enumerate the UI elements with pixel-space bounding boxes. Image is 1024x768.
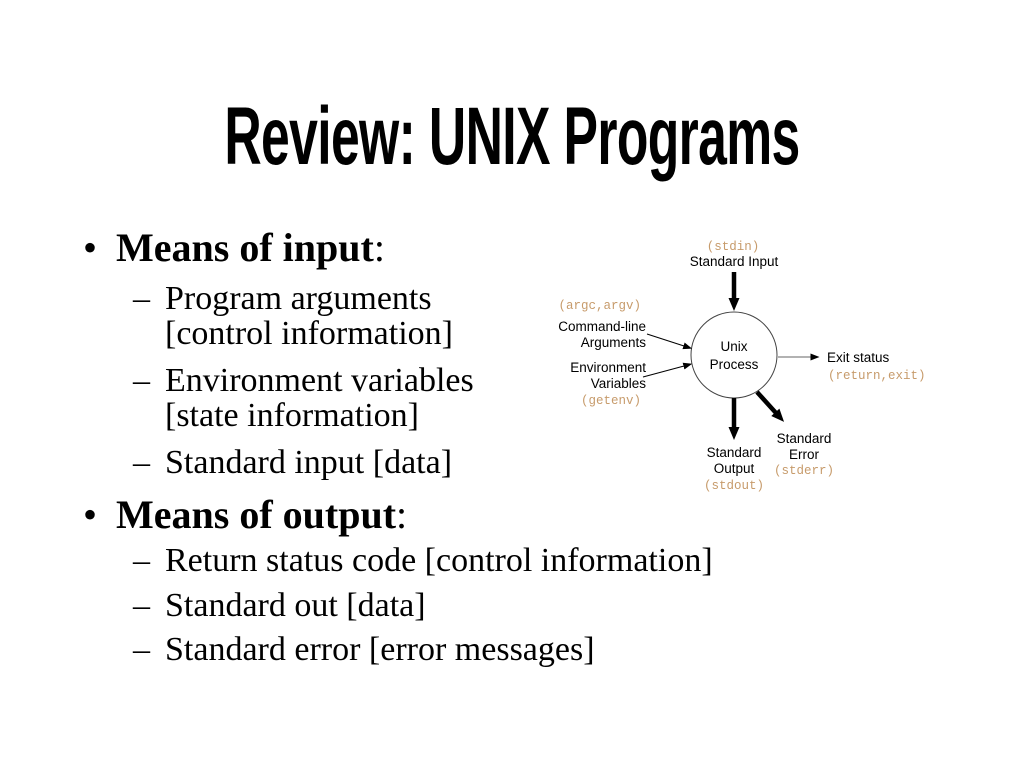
bullet-heading-input-text: Means of input: [116, 225, 374, 270]
unix-process-label-line1: Unix: [720, 339, 747, 354]
bullet-heading-input: Means of input:: [116, 228, 385, 268]
sub-bullet-line: Program arguments: [165, 280, 432, 317]
bullet-heading-output-text: Means of output: [116, 492, 397, 537]
command-line-arguments-arrow: [646, 333, 693, 350]
sub-bullet-line: Environment variables: [165, 362, 474, 399]
slide-title: Review: UNIX Programs: [224, 91, 800, 182]
sub-bullet-line: Standard input [data]: [165, 444, 453, 481]
sub-bullet-standard-error: Standard error [error messages]: [165, 632, 595, 667]
sub-bullet-environment-variables: Environment variables [state information…: [165, 363, 474, 433]
bullet-heading-output: Means of output:: [116, 495, 407, 535]
stdout-code-label: (stdout): [704, 479, 764, 493]
sub-bullet-dash: –: [133, 362, 150, 399]
exit-status-label: Exit status: [827, 350, 890, 365]
standard-input-label: Standard Input: [690, 254, 779, 269]
environment-label-line2: Variables: [591, 376, 647, 391]
bullet-marker: •: [83, 225, 98, 270]
bullet-heading-input-colon: :: [373, 225, 385, 270]
environment-label-line1: Environment: [570, 360, 646, 375]
sub-bullet-program-arguments: Program arguments [control information]: [165, 281, 453, 351]
stdin-code-label: (stdin): [707, 240, 760, 254]
return-exit-code-label: (return,exit): [828, 369, 926, 383]
getenv-code-label: (getenv): [581, 394, 641, 408]
bullet-marker: •: [83, 492, 98, 537]
sub-bullet-dash: –: [133, 587, 150, 624]
sub-bullet-line: Return status code [control information]: [165, 542, 713, 579]
standard-output-label-line2: Output: [714, 461, 755, 476]
standard-error-label-line1: Standard: [777, 431, 832, 446]
command-line-label-line1: Command-line: [558, 319, 646, 334]
sub-bullet-dash: –: [133, 542, 150, 579]
stderr-arrow: [755, 390, 785, 422]
sub-bullet-return-status: Return status code [control information]: [165, 543, 713, 578]
unix-process-node: [690, 311, 778, 399]
sub-bullet-standard-out: Standard out [data]: [165, 588, 426, 623]
standard-error-label-line2: Error: [789, 447, 820, 462]
sub-bullet-line: [control information]: [165, 315, 453, 352]
unix-process-label-line2: Process: [710, 357, 759, 372]
environment-variables-arrow: [642, 362, 693, 378]
command-line-label-line2: Arguments: [581, 335, 647, 350]
stderr-code-label: (stderr): [774, 464, 834, 478]
sub-bullet-line: Standard error [error messages]: [165, 631, 595, 668]
sub-bullet-dash: –: [133, 280, 150, 317]
argc-argv-code-label: (argc,argv): [558, 299, 641, 313]
sub-bullet-line: Standard out [data]: [165, 587, 426, 624]
sub-bullet-dash: –: [133, 631, 150, 668]
bullet-heading-output-colon: :: [396, 492, 408, 537]
sub-bullet-line: [state information]: [165, 397, 419, 434]
sub-bullet-dash: –: [133, 444, 150, 481]
standard-output-label-line1: Standard: [707, 445, 762, 460]
sub-bullet-standard-input: Standard input [data]: [165, 445, 452, 480]
